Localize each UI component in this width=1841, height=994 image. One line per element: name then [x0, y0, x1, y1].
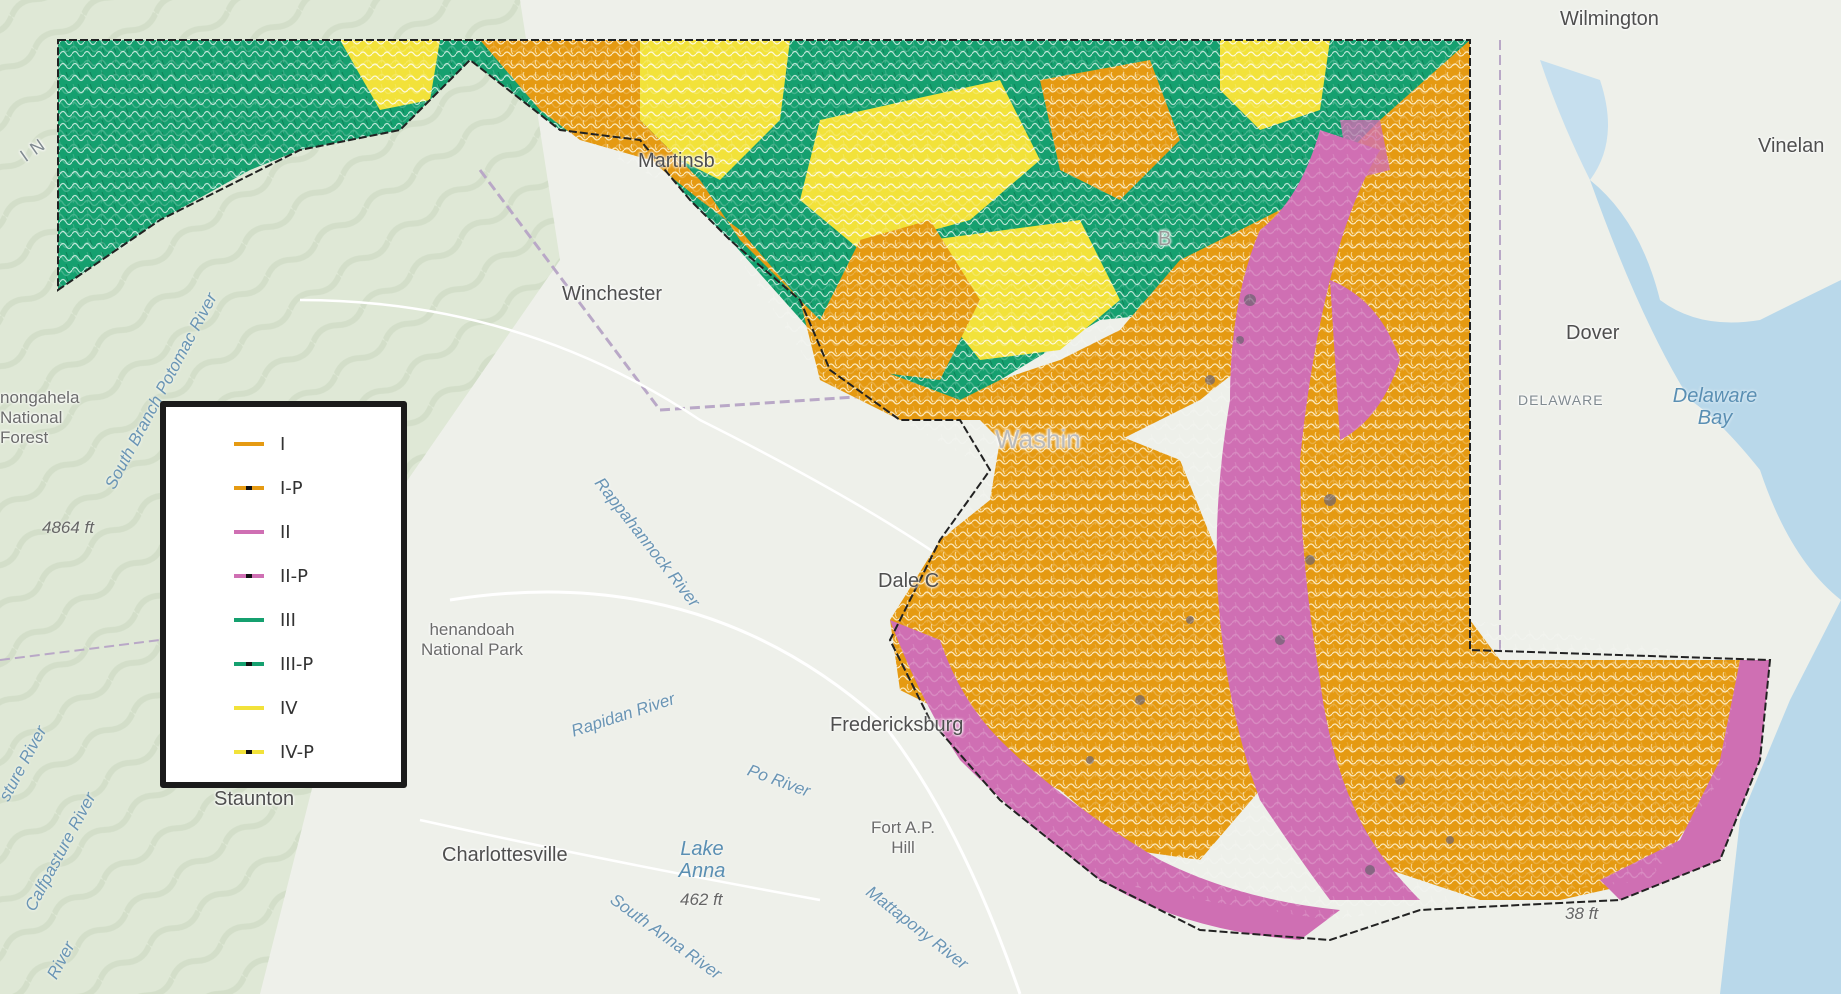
label-wilmington: Wilmington [1560, 8, 1659, 30]
legend-item-iii-p: III-P [234, 649, 313, 679]
legend-swatch [234, 530, 264, 534]
legend-item-iv-p: IV-P [234, 737, 314, 767]
label-monongahela: nongahela National Forest [0, 388, 80, 447]
label-delaware: DELAWARE [1518, 392, 1604, 408]
legend-label: I-P [280, 477, 303, 499]
legend-item-iii: III [234, 605, 296, 635]
label-martinsburg: Martinsb [638, 150, 715, 172]
legend-item-ii-p: II-P [234, 561, 308, 591]
label-vineland: Vinelan [1758, 135, 1825, 157]
legend-label: IV-P [280, 741, 314, 763]
label-staunton: Staunton [214, 788, 295, 810]
label-winchester: Winchester [562, 283, 663, 305]
legend-item-i: I [234, 429, 285, 459]
legend-swatch [234, 442, 264, 446]
legend-swatch [234, 486, 264, 490]
label-charlottesville: Charlottesville [442, 844, 568, 866]
legend-label: IV [280, 697, 298, 719]
legend-swatch [234, 750, 264, 754]
map-legend: I I-P II II-P III III-P IV IV-P [160, 401, 407, 788]
legend-swatch [234, 618, 264, 622]
legend-swatch [234, 574, 264, 578]
label-baltimore: B [1158, 228, 1172, 250]
label-dover: Dover [1566, 322, 1620, 344]
label-delaware-bay: Delaware Bay [1672, 385, 1758, 429]
elevation-38: 38 ft [1565, 904, 1599, 923]
legend-item-ii: II [234, 517, 291, 547]
legend-swatch [234, 706, 264, 710]
label-shenandoah: henandoah National Park [420, 620, 524, 659]
label-fredericksburg: Fredericksburg [830, 714, 964, 736]
label-lake-anna: Lake Anna [678, 838, 726, 882]
legend-item-iv: IV [234, 693, 298, 723]
elevation-462: 462 ft [680, 890, 723, 909]
legend-label: II-P [280, 565, 308, 587]
legend-label: II [280, 521, 291, 543]
label-washington: Washin [995, 424, 1081, 454]
label-dale-city: Dale C [878, 570, 940, 592]
legend-label: III [280, 609, 296, 631]
legend-item-i-p: I-P [234, 473, 303, 503]
label-fort-ap-hill: Fort A.P. Hill [871, 818, 935, 857]
legend-label: III-P [280, 653, 314, 675]
legend-swatch [234, 662, 264, 666]
legend-label: I [280, 433, 286, 455]
elevation-4864: 4864 ft [42, 518, 94, 537]
